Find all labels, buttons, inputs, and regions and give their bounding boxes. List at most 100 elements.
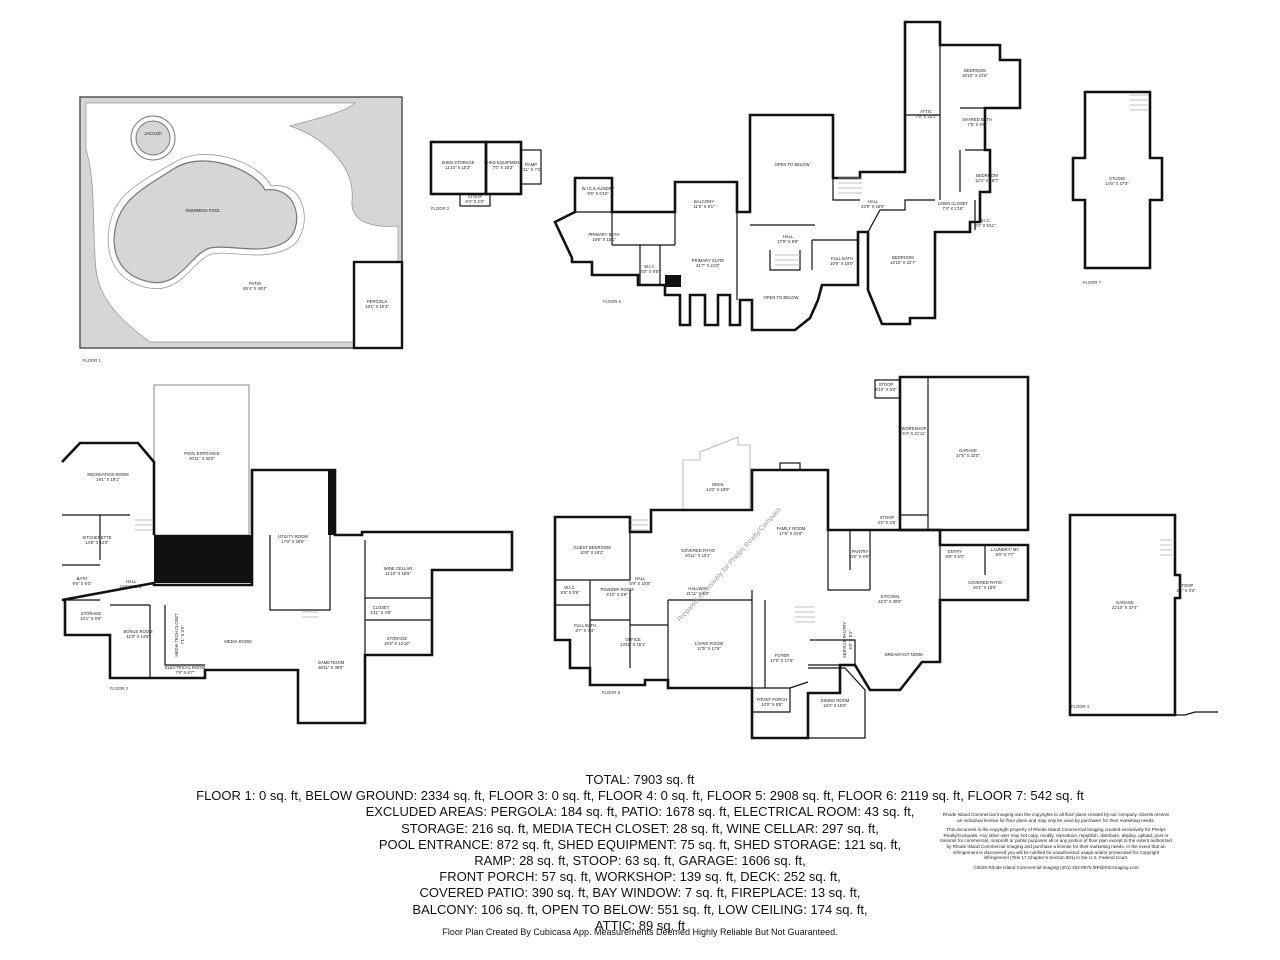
room-label: JACUZZI bbox=[144, 131, 161, 136]
total-line: BALCONY: 106 sq. ft, OPEN TO BELOW: 551 … bbox=[412, 901, 868, 917]
svg-text:17'5" X 17'6": 17'5" X 17'6" bbox=[697, 646, 721, 651]
svg-text:5'9" X 5'9": 5'9" X 5'9" bbox=[560, 590, 580, 595]
svg-text:6'4" X 21'11": 6'4" X 21'11" bbox=[902, 431, 926, 436]
svg-text:RAMP: RAMP bbox=[525, 162, 537, 167]
svg-text:DECK: DECK bbox=[712, 482, 724, 487]
svg-text:6'9" X 5'0": 6'9" X 5'0" bbox=[945, 554, 965, 559]
svg-text:MEDIA ROOM: MEDIA ROOM bbox=[224, 639, 252, 644]
floor-4-plan: GARAGE 22'10" X 37'4" STOOP 2'1" X 4'3" … bbox=[1068, 513, 1218, 717]
svg-text:2'11" X 7'2": 2'11" X 7'2" bbox=[520, 167, 542, 172]
floor-label: FLOOR 4 bbox=[1071, 704, 1090, 709]
svg-text:2'1" X 4'3": 2'1" X 4'3" bbox=[1176, 588, 1196, 593]
svg-text:22'3" X 30'6": 22'3" X 30'6" bbox=[878, 599, 902, 604]
svg-text:BALCONY: BALCONY bbox=[694, 199, 714, 204]
svg-text:STORAGE: STORAGE bbox=[81, 611, 102, 616]
svg-text:PANTRY: PANTRY bbox=[852, 549, 869, 554]
pergola bbox=[352, 260, 404, 350]
svg-text:10'9" X 10'0": 10'9" X 10'0" bbox=[830, 261, 854, 266]
floor-label: FLOOR 5 bbox=[602, 690, 621, 695]
svg-text:7'0" X 10'3": 7'0" X 10'3" bbox=[492, 165, 514, 170]
svg-text:17'9" X 9'6": 17'9" X 9'6" bbox=[777, 239, 799, 244]
svg-text:STOOP: STOOP bbox=[879, 382, 894, 387]
dark-area bbox=[154, 535, 251, 583]
svg-text:11'10" X 18'5": 11'10" X 18'5" bbox=[385, 571, 411, 576]
svg-text:BEDROOM: BEDROOM bbox=[892, 255, 914, 260]
svg-text:10'1" X 6'6": 10'1" X 6'6" bbox=[80, 616, 102, 621]
svg-text:23'9" X 16'0": 23'9" X 16'0" bbox=[861, 204, 885, 209]
svg-text:HALL: HALL bbox=[868, 199, 879, 204]
watermark: Prepared exclusively for Phelps Realty/C… bbox=[676, 506, 783, 624]
svg-text:7'6" X 6'7": 7'6" X 6'7" bbox=[175, 670, 195, 675]
svg-text:BREAKFAST NOOK: BREAKFAST NOOK bbox=[885, 652, 923, 657]
svg-text:9'6" X 9'3": 9'6" X 9'3" bbox=[72, 581, 92, 586]
svg-text:4'2" X 4'5": 4'2" X 4'5" bbox=[877, 520, 897, 525]
svg-text:36'11" X 39'6": 36'11" X 39'6" bbox=[318, 665, 344, 670]
svg-text:3'4" X 8'11": 3'4" X 8'11" bbox=[974, 223, 996, 228]
svg-text:OPEN TO BELOW: OPEN TO BELOW bbox=[775, 162, 810, 167]
svg-text:21'7" X 21'0": 21'7" X 21'0" bbox=[696, 263, 720, 268]
ramp bbox=[520, 149, 542, 185]
svg-text:20'11" X 10'1": 20'11" X 10'1" bbox=[685, 553, 711, 558]
floor-5-plan: STOOP 6'10" X 5'0" WORKSHOP 6'4" X 21'11… bbox=[553, 375, 1030, 740]
disclaimer: Floor Plan Created By Cubicasa App. Meas… bbox=[442, 927, 838, 937]
svg-text:14'0" X 19'0": 14'0" X 19'0" bbox=[706, 487, 730, 492]
svg-text:W.I.C./LAUNDRY: W.I.C./LAUNDRY bbox=[582, 186, 615, 191]
svg-text:POWDER ROOM: POWDER ROOM bbox=[600, 587, 634, 592]
svg-text:4'5" X 9'9": 4'5" X 9'9" bbox=[850, 554, 870, 559]
svg-text:7'4" X 2'10": 7'4" X 2'10" bbox=[942, 206, 964, 211]
total-line: POOL ENTRANCE: 872 sq. ft, SHED EQUIPMEN… bbox=[378, 836, 902, 852]
svg-text:W.I.C.: W.I.C. bbox=[644, 264, 655, 269]
svg-text:LAUNDRY/ MC: LAUNDRY/ MC bbox=[991, 547, 1020, 552]
svg-text:PRIMARY SUITE: PRIMARY SUITE bbox=[692, 258, 725, 263]
svg-text:SERVICE PANTRY: SERVICE PANTRY bbox=[842, 622, 847, 658]
svg-text:13'11" X 15'1": 13'11" X 15'1" bbox=[620, 642, 646, 647]
floor-6-plan: W.I.C./LAUNDRY 9'5" X 6'10" BALCONY 11'8… bbox=[553, 20, 1022, 332]
svg-text:19'1" X 19'1": 19'1" X 19'1" bbox=[96, 477, 120, 482]
svg-text:HALL: HALL bbox=[783, 234, 794, 239]
floor-label: FLOOR 2 bbox=[110, 686, 129, 691]
svg-text:FULL BATH: FULL BATH bbox=[831, 256, 853, 261]
svg-text:7'5" X 9'0": 7'5" X 9'0" bbox=[967, 122, 987, 127]
floor-3-plan: SHED STORAGE 11'10" X 10'3" SHED EQUIPME… bbox=[429, 140, 542, 211]
total-line: STORAGE: 216 sq. ft, MEDIA TECH CLOSET: … bbox=[401, 820, 879, 836]
svg-text:HALLWAY: HALLWAY bbox=[688, 586, 707, 591]
svg-text:20'1" X 15'5": 20'1" X 15'5" bbox=[973, 585, 997, 590]
svg-text:14'8" X 12'0": 14'8" X 12'0" bbox=[85, 540, 109, 545]
svg-text:17'5" X 31'6": 17'5" X 31'6" bbox=[779, 531, 803, 536]
room-label: PERGOLA bbox=[367, 299, 387, 304]
svg-text:LIVING ROOM: LIVING ROOM bbox=[695, 641, 723, 646]
svg-text:KITCHEN: KITCHEN bbox=[881, 594, 899, 599]
svg-text:17'5" X 17'6": 17'5" X 17'6" bbox=[770, 658, 794, 663]
svg-text:11'10" X 10'3": 11'10" X 10'3" bbox=[445, 165, 471, 170]
svg-text:11'8" X 9'1": 11'8" X 9'1" bbox=[693, 204, 715, 209]
copyright-paragraph: Rhode Island Commercial Imaging own the … bbox=[942, 812, 1170, 823]
svg-text:16'10" X 21'6": 16'10" X 21'6" bbox=[962, 73, 989, 78]
svg-text:W.I.C.: W.I.C. bbox=[979, 218, 990, 223]
svg-text:10'0" X 5'8": 10'0" X 5'8" bbox=[761, 702, 783, 707]
svg-text:4'0" X 8'5": 4'0" X 8'5" bbox=[640, 269, 660, 274]
svg-text:STOOP: STOOP bbox=[880, 515, 895, 520]
svg-text:5'5" X 8'4": 5'5" X 8'4" bbox=[848, 630, 853, 650]
svg-text:7'1" X 4'0": 7'1" X 4'0" bbox=[180, 625, 185, 645]
room-dim: 85'4" X 40'4" bbox=[243, 286, 267, 291]
svg-text:ELECTRICAL ROOM: ELECTRICAL ROOM bbox=[165, 665, 205, 670]
floor-1-plan: JACUZZI SWIMMING POOL PATIO 85'4" X 40'4… bbox=[79, 96, 404, 363]
total-line: EXCLUDED AREAS: PERGOLA: 184 sq. ft, PAT… bbox=[365, 804, 915, 820]
svg-text:27'5" X 33'0": 27'5" X 33'0" bbox=[956, 453, 980, 458]
svg-text:COVERED PATIO: COVERED PATIO bbox=[968, 580, 1003, 585]
svg-text:8'0" X 7'7": 8'0" X 7'7" bbox=[995, 552, 1015, 557]
svg-text:6'4" X 2'3": 6'4" X 2'3" bbox=[465, 199, 485, 204]
svg-text:STOOP: STOOP bbox=[468, 194, 483, 199]
svg-text:STUDIO: STUDIO bbox=[1109, 176, 1126, 181]
svg-text:PRIMARY BATH: PRIMARY BATH bbox=[589, 232, 620, 237]
svg-text:21'11" X 5'0": 21'11" X 5'0" bbox=[686, 591, 710, 596]
floor-2-plan: RECREATION ROOM 19'1" X 19'1" POOL ENTRA… bbox=[61, 384, 514, 725]
svg-text:W.I.C.: W.I.C. bbox=[564, 585, 575, 590]
svg-text:17'0" X 28'6": 17'0" X 28'6" bbox=[281, 539, 305, 544]
svg-text:CLOSET: CLOSET bbox=[373, 605, 390, 610]
svg-text:8'7" X 7'4": 8'7" X 7'4" bbox=[575, 628, 595, 633]
svg-text:BATH: BATH bbox=[77, 576, 88, 581]
svg-text:BONUS ROOM: BONUS ROOM bbox=[123, 629, 153, 634]
svg-text:14'10" X 22'7": 14'10" X 22'7" bbox=[890, 260, 917, 265]
svg-text:13'4" X 15'0": 13'4" X 15'0" bbox=[823, 703, 847, 708]
